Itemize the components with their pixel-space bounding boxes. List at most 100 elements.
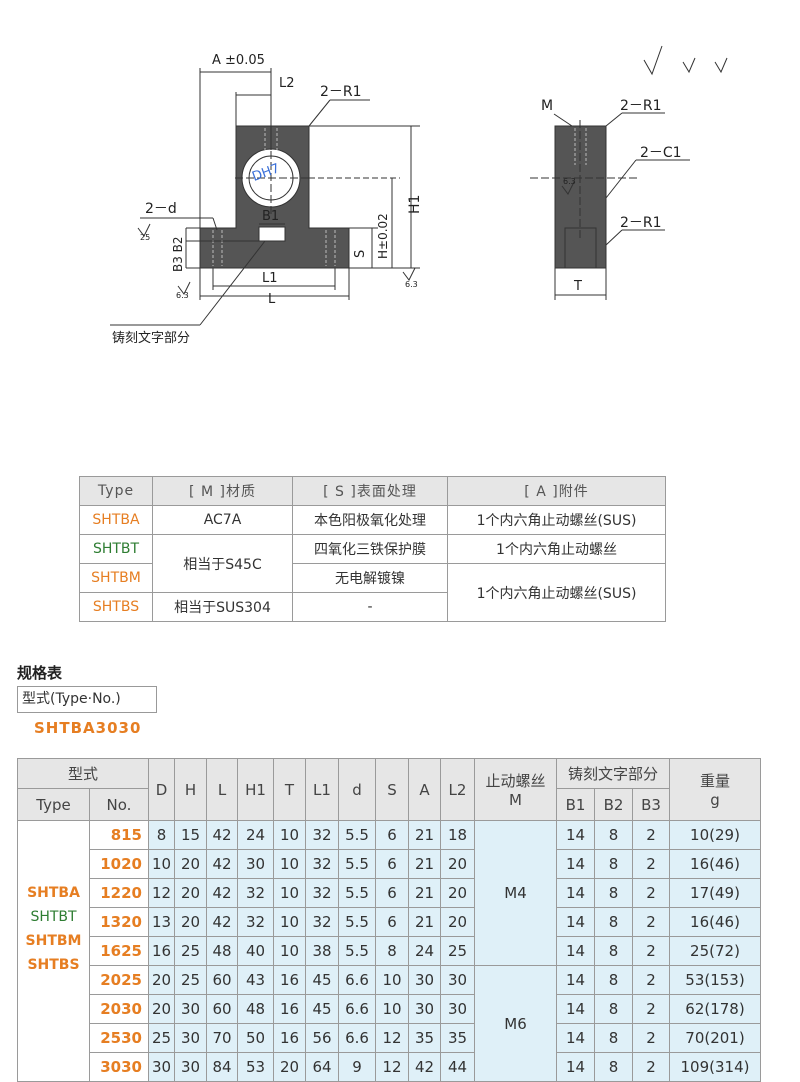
cell-H1: 32 [237, 878, 274, 908]
header-L2: L2 [440, 758, 475, 821]
cell-L: 48 [206, 936, 238, 966]
header-B3: B3 [632, 788, 670, 821]
no-cell: 1020 [89, 849, 149, 879]
table-row: SHTBA AC7A 本色阳极氧化处理 1个内六角止动螺丝(SUS) [79, 505, 666, 535]
header-no: No. [89, 788, 149, 821]
engrave-label: 铸刻文字部分 [112, 330, 190, 346]
surface-cell: 无电解镀镍 [292, 563, 448, 593]
cell-T: 16 [273, 1023, 306, 1053]
type-cell: SHTBA [79, 505, 153, 535]
cell-D: 30 [148, 1052, 175, 1082]
side-t-label: T [573, 279, 582, 294]
cell-B3: 2 [632, 878, 670, 908]
cell-g: 70(201) [669, 1023, 761, 1053]
cell-B2: 8 [594, 1023, 633, 1053]
header-type: Type [17, 788, 90, 821]
cell-S: 6 [375, 878, 409, 908]
dim-l1-label: L1 [262, 271, 278, 286]
no-cell: 2530 [89, 1023, 149, 1053]
cell-L: 60 [206, 994, 238, 1024]
no-cell: 1320 [89, 907, 149, 937]
cell-B1: 14 [556, 849, 595, 879]
cell-S: 12 [375, 1023, 409, 1053]
cell-d: 5.5 [338, 849, 376, 879]
cell-B2: 8 [594, 849, 633, 879]
cell-B3: 2 [632, 1023, 670, 1053]
header-surface: [ S ]表面处理 [292, 476, 448, 506]
cell-D: 10 [148, 849, 175, 879]
cell-B1: 14 [556, 820, 595, 850]
cell-H: 30 [174, 1023, 207, 1053]
type-example: SHTBA3030 [34, 719, 142, 737]
header-material: [ M ]材质 [152, 476, 293, 506]
cell-B1: 14 [556, 1023, 595, 1053]
cell-B1: 14 [556, 907, 595, 937]
header-A: A [408, 758, 441, 821]
side-m-label: M [541, 98, 553, 114]
cell-D: 20 [148, 965, 175, 995]
cell-H1: 32 [237, 907, 274, 937]
cell-H1: 43 [237, 965, 274, 995]
cell-L1: 32 [305, 907, 339, 937]
cell-H: 25 [174, 936, 207, 966]
cell-S: 6 [375, 820, 409, 850]
header-L: L [206, 758, 238, 821]
side-r1-top-label: 2－R1 [620, 98, 662, 114]
cell-g: 25(72) [669, 936, 761, 966]
cell-B2: 8 [594, 1052, 633, 1082]
cell-A: 21 [408, 849, 441, 879]
cell-H: 15 [174, 820, 207, 850]
dim-h1-label: H1 [407, 195, 423, 214]
cell-g: 16(46) [669, 849, 761, 879]
cell-D: 8 [148, 820, 175, 850]
material-cell: 相当于S45C [152, 534, 293, 593]
cell-B2: 8 [594, 907, 633, 937]
no-cell: 3030 [89, 1052, 149, 1082]
attachment-cell: 1个内六角止动螺丝(SUS) [447, 563, 666, 622]
dim-b3b2-label: B3 B2 [171, 236, 185, 272]
cell-A: 24 [408, 936, 441, 966]
header-engrave: 铸刻文字部分 [556, 758, 670, 789]
cell-L2: 30 [440, 965, 475, 995]
cell-B2: 8 [594, 965, 633, 995]
cell-B1: 14 [556, 936, 595, 966]
cell-g: 10(29) [669, 820, 761, 850]
cell-d: 6.6 [338, 994, 376, 1024]
cell-B3: 2 [632, 820, 670, 850]
cell-d: 5.5 [338, 878, 376, 908]
cell-B1: 14 [556, 1052, 595, 1082]
cell-B1: 14 [556, 965, 595, 995]
cell-A: 30 [408, 965, 441, 995]
screw-cell: M4 [474, 820, 557, 966]
cell-T: 10 [273, 878, 306, 908]
material-cell: 相当于SUS304 [152, 592, 293, 622]
header-d: d [338, 758, 376, 821]
surface-cell: - [292, 592, 448, 622]
no-cell: 2025 [89, 965, 149, 995]
cell-L1: 32 [305, 820, 339, 850]
cell-S: 8 [375, 936, 409, 966]
cell-A: 21 [408, 907, 441, 937]
cell-A: 21 [408, 820, 441, 850]
header-type: Type [79, 476, 153, 506]
header-weight: 重量 g [669, 758, 761, 821]
dim-a-label: A ±0.05 [212, 53, 265, 68]
spec-table: 型式 D H L H1 T L1 d S A L2 止动螺丝 M 铸刻文字部分 … [17, 758, 761, 1082]
cell-H1: 40 [237, 936, 274, 966]
header-L1: L1 [305, 758, 339, 821]
cell-d: 5.5 [338, 936, 376, 966]
cell-g: 16(46) [669, 907, 761, 937]
cell-g: 17(49) [669, 878, 761, 908]
cell-B3: 2 [632, 965, 670, 995]
spec-title: 规格表 [17, 664, 63, 682]
cell-L: 42 [206, 820, 238, 850]
dim-s-label: S [353, 250, 368, 258]
cell-H: 20 [174, 878, 207, 908]
cell-L1: 56 [305, 1023, 339, 1053]
no-cell: 1625 [89, 936, 149, 966]
